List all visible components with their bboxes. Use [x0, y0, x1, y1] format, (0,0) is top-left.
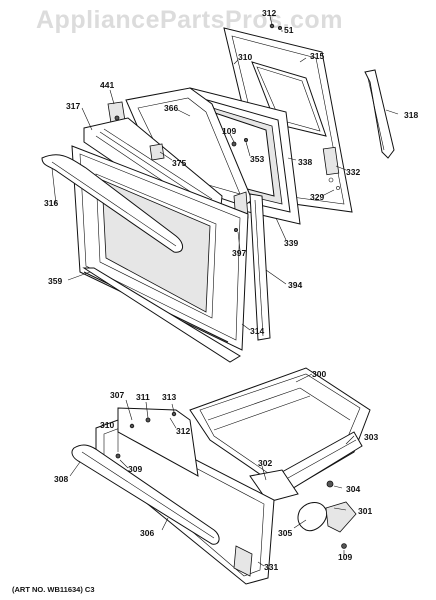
- door-gasket-318: [364, 69, 395, 159]
- callout-303: 303: [364, 432, 378, 442]
- callout-366: 366: [164, 103, 178, 113]
- door-handle-316: [41, 154, 183, 253]
- callout-331: 331: [264, 562, 278, 572]
- callout-301: 301: [358, 506, 372, 516]
- callout-353: 353: [250, 154, 264, 164]
- callout-109-drawer: 109: [338, 552, 352, 562]
- callout-300: 300: [312, 369, 326, 379]
- callout-307: 307: [110, 390, 124, 400]
- callout-310-top: 310: [238, 52, 252, 62]
- callout-labels: 312 51 315 310 318 441 366 317 109 353 3…: [44, 8, 418, 572]
- callout-359: 359: [48, 276, 62, 286]
- callout-338: 338: [298, 157, 312, 167]
- drawer-hardware: [297, 480, 357, 549]
- callout-316: 316: [44, 198, 58, 208]
- callout-397: 397: [232, 248, 246, 258]
- leader-lines: [51, 15, 399, 567]
- callout-51: 51: [284, 25, 294, 35]
- callout-339: 339: [284, 238, 298, 248]
- callout-394: 394: [288, 280, 302, 290]
- callout-315: 315: [310, 51, 324, 61]
- callout-314: 314: [250, 326, 264, 336]
- callout-329: 329: [310, 192, 324, 202]
- watermark: AppliancePartsPros.com: [36, 6, 343, 34]
- art-number: (ART NO. WB11634) C3: [12, 585, 95, 594]
- callout-312-drawer: 312: [176, 426, 190, 436]
- callout-312-top: 312: [262, 8, 276, 18]
- callout-109-top: 109: [222, 126, 236, 136]
- callout-332: 332: [346, 167, 360, 177]
- callout-304: 304: [346, 484, 360, 494]
- drawer-handle-308: [71, 444, 220, 545]
- callout-306: 306: [140, 528, 154, 538]
- callout-317: 317: [66, 101, 80, 111]
- callout-310-drawer: 310: [100, 420, 114, 430]
- callout-441: 441: [100, 80, 114, 90]
- callout-309: 309: [128, 464, 142, 474]
- callout-308: 308: [54, 474, 68, 484]
- door-side-strip-394: [249, 193, 271, 341]
- callout-305: 305: [278, 528, 292, 538]
- callout-311: 311: [136, 392, 150, 402]
- door-bottom-trim-359: [82, 267, 241, 363]
- callout-318: 318: [404, 110, 418, 120]
- callout-375: 375: [172, 158, 186, 168]
- callout-302: 302: [258, 458, 272, 468]
- drawer-body-300: [189, 367, 371, 493]
- callout-313: 313: [162, 392, 176, 402]
